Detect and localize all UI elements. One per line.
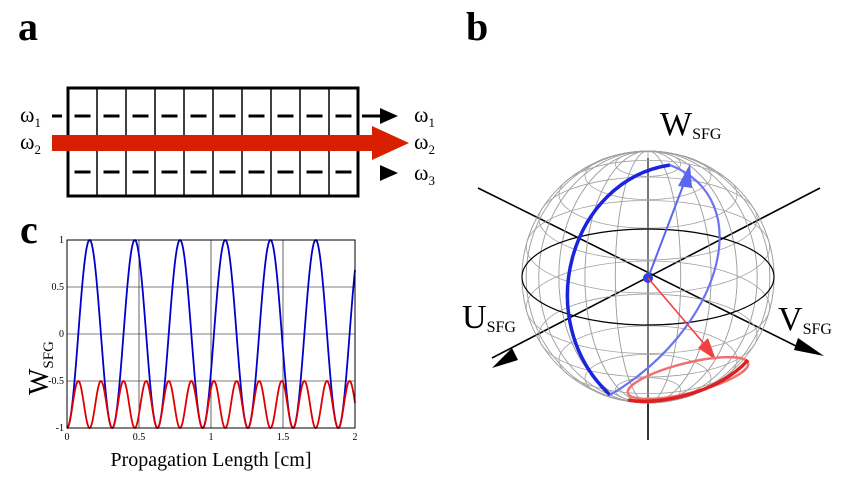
y-tick-label: -0.5 [48, 376, 64, 387]
chart-ylabel: WSFG [24, 341, 57, 395]
series-red-line [66, 380, 356, 429]
v-axis-label: VSFG [778, 301, 832, 338]
blue-vector-head [678, 164, 692, 188]
omega1-out-label: ω1 [414, 102, 435, 130]
omega2-out-label: ω2 [414, 129, 435, 157]
panel-a-letter: a [18, 4, 38, 49]
chart-grid [66, 239, 356, 429]
x-tick-label: 2 [353, 432, 358, 443]
omega3-out-arrow [380, 165, 398, 181]
y-tick-label: -1 [56, 423, 64, 434]
pump-beam [52, 135, 377, 151]
x-tick-label: 0 [65, 432, 70, 443]
chart-tick-labels: 0 0.5 1 1.5 2 1 0.5 0 -0.5 -1 [48, 235, 357, 443]
sphere-equator [521, 228, 775, 326]
x-tick-label: 0.5 [133, 432, 146, 443]
x-tick-label: 1 [209, 432, 214, 443]
omega1-in-label: ω1 [20, 102, 41, 130]
omega2-in-label: ω2 [20, 129, 41, 157]
panel-c-letter: c [20, 207, 38, 252]
y-tick-label: 1 [59, 235, 64, 246]
chart-xlabel: Propagation Length [cm] [110, 449, 311, 471]
red-trajectory-front [627, 358, 750, 404]
panel-b-sphere: WSFG USFG VSFG [462, 106, 832, 440]
omega1-out-arrow [362, 108, 398, 124]
w-axis-label: WSFG [660, 106, 722, 143]
x-tick-label: 1.5 [277, 432, 290, 443]
red-trajectory-back [626, 355, 750, 401]
panel-c-chart: 0 0.5 1 1.5 2 1 0.5 0 -0.5 -1 WSFG Propagation Le… [24, 235, 358, 471]
pump-arrow-head [372, 126, 409, 160]
chart-frame [66, 239, 356, 429]
panel-b-letter: b [466, 4, 488, 49]
red-vector-head [698, 338, 716, 360]
v-axis-arrow [794, 338, 824, 356]
blue-vector [647, 177, 687, 279]
red-vector [647, 277, 707, 347]
u-axis-arrow [492, 348, 518, 368]
panel-a-crystal: ω1 ω2 ω1 ω2 ω3 [20, 86, 435, 198]
blue-trajectory-back [609, 163, 721, 396]
beam-dashes [52, 114, 352, 174]
u-axis-label: USFG [462, 299, 516, 336]
y-tick-label: 0 [59, 329, 64, 340]
blue-trajectory-front [565, 163, 671, 397]
omega3-out-label: ω3 [414, 160, 435, 188]
y-tick-label: 0.5 [52, 282, 65, 293]
